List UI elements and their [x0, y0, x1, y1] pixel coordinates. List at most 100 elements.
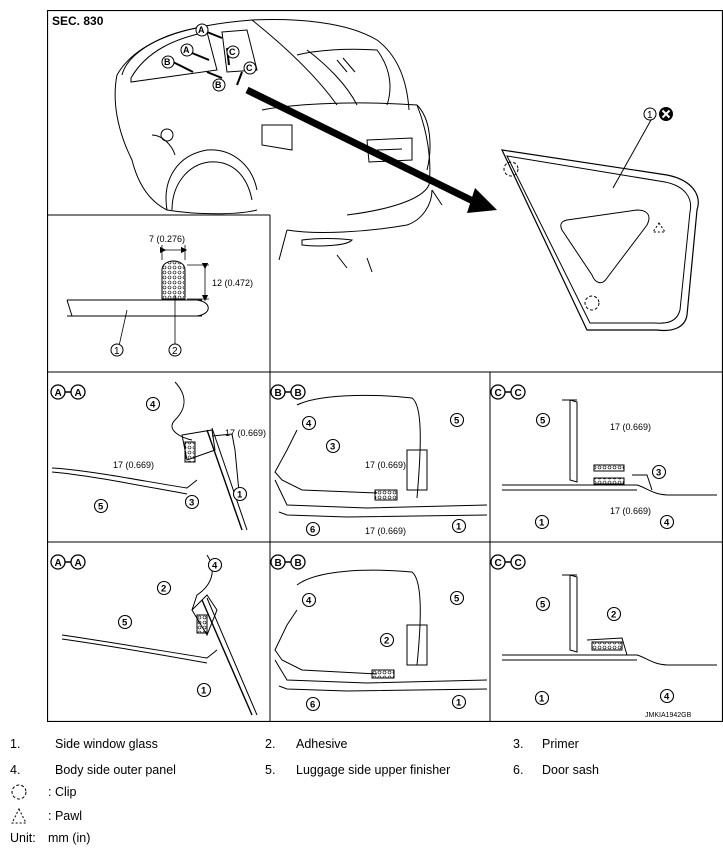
callout-number: 5	[98, 502, 104, 513]
clip-legend: : Clip	[10, 783, 76, 801]
callout-number: 3	[330, 442, 335, 453]
legend-num: 6.	[513, 763, 524, 777]
section-letter: B	[275, 558, 282, 569]
legend-text: Body side outer panel	[55, 763, 176, 777]
part-callout: 4	[301, 415, 317, 431]
dim-height: 12 (0.472)	[212, 278, 253, 288]
dim-17: 17 (0.669)	[610, 506, 651, 516]
part-callout: 5	[535, 412, 551, 428]
unit-legend: Unit: mm (in)	[10, 831, 90, 845]
part-callout: 3	[184, 494, 200, 510]
section-b-top	[274, 394, 488, 518]
pointer-arrow	[245, 86, 497, 213]
part-callout: 2	[156, 580, 172, 596]
section-letter: A	[55, 388, 62, 399]
glass-installation-diagram: SEC. 830 A A B B C	[46, 9, 723, 723]
section-letter: B	[295, 388, 302, 399]
legend-text: Side window glass	[55, 737, 158, 751]
section-c-top	[502, 399, 717, 496]
section-letter: C	[515, 388, 522, 399]
callout-number: 4	[306, 419, 312, 430]
section-a-top	[51, 381, 248, 531]
section-a-bottom	[61, 554, 258, 716]
callout-number: 1	[647, 110, 653, 121]
dim-17: 17 (0.669)	[225, 428, 266, 438]
callout-number: 3	[656, 468, 661, 479]
part-callout: 2	[606, 606, 622, 622]
part-callout: 3	[325, 438, 341, 454]
svg-text:B: B	[164, 57, 171, 67]
part-callout: 1	[534, 514, 550, 530]
legend-num: 5.	[265, 763, 276, 777]
section-letter: C	[495, 388, 502, 399]
image-code: JMKIA1942GB	[645, 712, 692, 719]
section-cut-markers: A A B B C C	[161, 23, 257, 92]
no-reuse-callout: 1	[643, 107, 673, 121]
part-callout: 4	[145, 396, 161, 412]
legend-text: Primer	[542, 737, 579, 751]
callout-number: 1	[456, 522, 462, 533]
callout-number: 2	[172, 346, 178, 357]
part-callout: 1	[451, 518, 467, 534]
part-callout: 4	[659, 688, 675, 704]
section-c-bottom	[502, 574, 717, 666]
callout-number: 5	[454, 416, 460, 427]
legend-num: 3.	[513, 737, 524, 751]
part-callout: 5	[449, 590, 465, 606]
pawl-legend: : Pawl	[10, 807, 82, 825]
callout-number: 3	[189, 498, 194, 509]
callout-number: 2	[384, 636, 389, 647]
section-callouts: 4 1 3 5 4 3 5 1 6 5 3 1 4 4 2 5 1 4 2 5 1 6 5 2 1 4	[93, 396, 675, 712]
dim-width: 7 (0.276)	[149, 234, 185, 244]
callout-number: 6	[310, 525, 315, 536]
callout-number: 6	[310, 700, 315, 711]
dim-17: 17 (0.669)	[365, 526, 406, 536]
callout-number: 2	[161, 584, 166, 595]
callout-number: 1	[539, 518, 545, 529]
dim-17: 17 (0.669)	[365, 460, 406, 470]
section-letter: A	[75, 558, 82, 569]
part-callout: 4	[659, 514, 675, 530]
svg-text:B: B	[215, 80, 222, 90]
adhesive-bead-detail: 7 (0.276) 12 (0.472) 1 2	[66, 234, 253, 357]
svg-text:C: C	[229, 47, 236, 57]
callout-number: 4	[150, 400, 156, 411]
part-callout: 4	[301, 592, 317, 608]
part-callout: 6	[305, 521, 321, 537]
callout-number: 4	[664, 518, 670, 529]
section-letter: A	[75, 388, 82, 399]
svg-text:A: A	[198, 25, 205, 35]
callout-number: 4	[306, 596, 312, 607]
part-callout: 1	[196, 682, 212, 698]
section-b-bottom	[274, 569, 488, 692]
callout-number: 1	[539, 694, 545, 705]
callout-number: 5	[540, 600, 546, 611]
quarter-window-glass	[500, 119, 699, 332]
callout-number: 2	[611, 610, 616, 621]
legend-num: 1.	[10, 737, 21, 751]
part-callout: 4	[207, 557, 223, 573]
legend-num: 2.	[265, 737, 276, 751]
callout-number: 5	[122, 618, 128, 629]
section-letter: C	[515, 558, 522, 569]
clip-label: : Clip	[48, 785, 77, 799]
part-callout: 1	[451, 694, 467, 710]
svg-text:C: C	[246, 63, 253, 73]
part-callout: 5	[93, 498, 109, 514]
part-callout: 1	[232, 486, 248, 502]
callout-number: 5	[540, 416, 546, 427]
section-letter: A	[55, 558, 62, 569]
callout-number: 5	[454, 594, 460, 605]
part-callout: 5	[449, 412, 465, 428]
callout-number: 1	[237, 490, 243, 501]
pawl-label: : Pawl	[48, 809, 83, 823]
legend-text: Adhesive	[296, 737, 348, 751]
section-letter: B	[295, 558, 302, 569]
